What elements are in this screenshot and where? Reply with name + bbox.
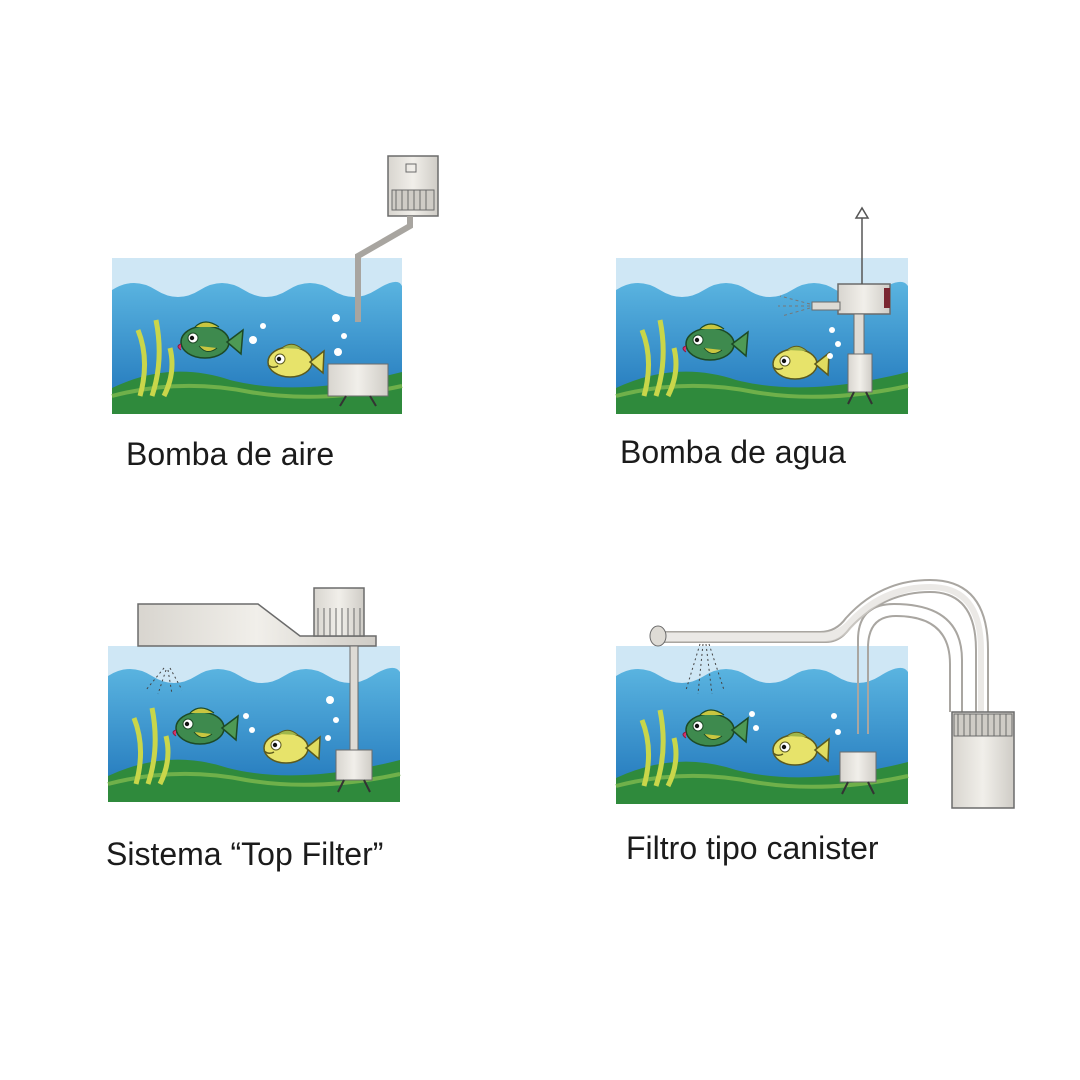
water-pump-unit <box>811 283 891 405</box>
spray-lines <box>145 667 183 695</box>
canister-unit <box>951 711 1015 809</box>
spray-lines <box>685 643 725 695</box>
panel-water-pump <box>615 206 909 414</box>
caption-air-pump: Bomba de aire <box>126 436 335 472</box>
panel-top-filter <box>107 587 401 802</box>
caption-canister-filter: Filtro tipo canister <box>626 830 879 866</box>
panel-canister-filter <box>615 578 1015 809</box>
intake-unit <box>839 751 877 795</box>
spray-lines <box>778 295 811 317</box>
bubbles <box>243 696 339 741</box>
bubbles <box>749 711 841 735</box>
caption-water-pump: Bomba de agua <box>620 434 846 470</box>
top-filter-unit <box>137 587 377 793</box>
plant <box>131 707 171 786</box>
flow-arrow-icon <box>854 206 870 284</box>
spray-bar-end <box>649 625 667 647</box>
bubbles <box>249 314 347 356</box>
caption-top-filter: Sistema “Top Filter” <box>106 836 384 872</box>
bubbles <box>827 327 841 359</box>
plant <box>639 319 679 398</box>
air-stone <box>327 363 389 407</box>
plant <box>135 319 175 398</box>
panel-air-pump <box>111 155 439 414</box>
air-pump-unit <box>387 155 439 217</box>
air-tube <box>355 216 413 322</box>
plant <box>639 709 679 788</box>
